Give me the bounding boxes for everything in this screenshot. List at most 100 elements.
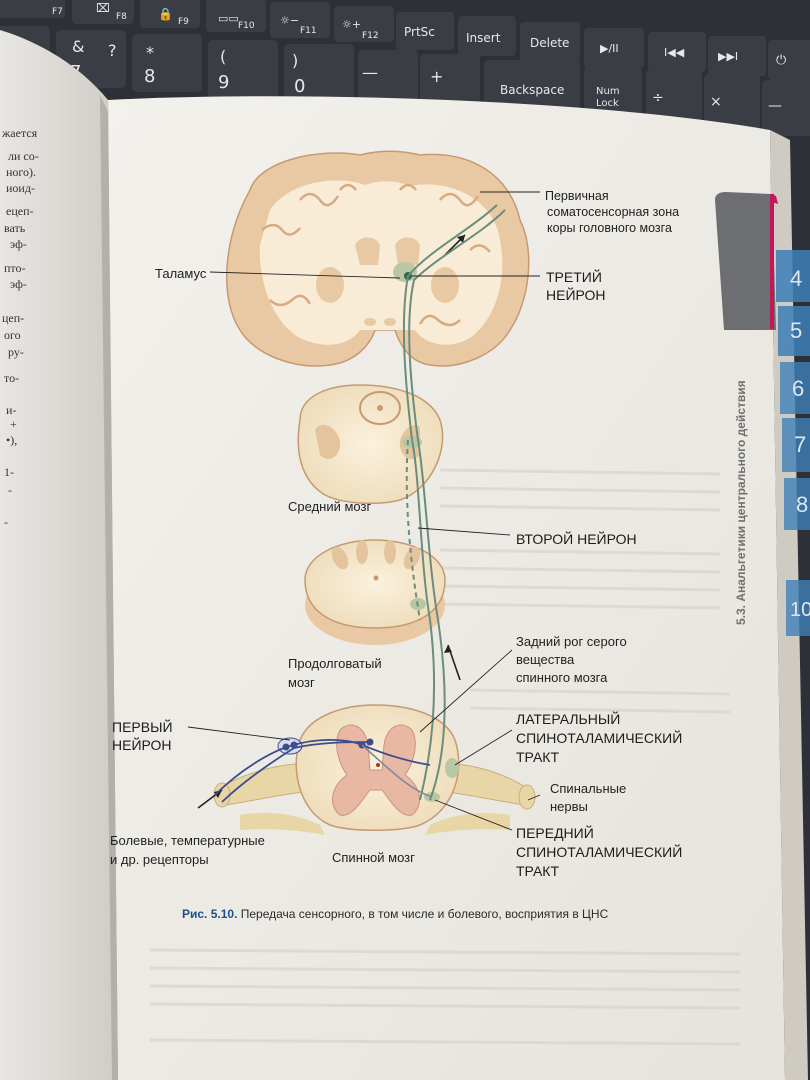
gray-matter xyxy=(332,724,420,816)
label-anterior-tract: СПИНОТАЛАМИЧЕСКИЙ xyxy=(516,843,682,860)
medulla-section xyxy=(304,539,461,681)
tract-line xyxy=(408,209,506,801)
label-third-neuron: НЕЙРОН xyxy=(546,286,606,303)
next-track-icon: ▶▶I xyxy=(718,50,738,63)
tract-line-dashed xyxy=(405,439,421,621)
figure-caption-number: Рис. 5.10. xyxy=(182,907,237,921)
key-numlock-label-2: Lock xyxy=(596,98,619,109)
key-0[interactable] xyxy=(284,44,354,102)
midbrain-aqueduct xyxy=(359,391,401,425)
label-midbrain: Средний мозг xyxy=(288,499,371,514)
key-divide-label: ÷ xyxy=(652,90,664,106)
central-canal xyxy=(376,763,380,767)
key-playpause[interactable] xyxy=(584,28,644,68)
key-7-alt: ? xyxy=(108,41,117,60)
display-icon: ▭▭ xyxy=(218,12,239,25)
brightness-up-icon: ☼+ xyxy=(342,18,361,31)
key-plus-label: + xyxy=(430,67,443,86)
label-dorsal-horn: Задний рог серого xyxy=(516,634,627,649)
key-f12[interactable] xyxy=(334,6,394,42)
white-matter xyxy=(259,180,503,345)
key-prtsc[interactable] xyxy=(396,12,454,50)
key-power[interactable] xyxy=(768,40,810,80)
sensory-tracts xyxy=(214,204,506,803)
left-page-text: жается ли со- ного). иоид- ецеп- вать эф… xyxy=(1,126,39,529)
key-f9[interactable] xyxy=(140,0,200,28)
chapter-tab xyxy=(715,192,776,330)
brightness-down-icon: ☼− xyxy=(280,14,299,27)
leader-line xyxy=(527,794,541,801)
left-fragment: эф- xyxy=(10,237,27,251)
sticky-tab[interactable] xyxy=(780,362,810,414)
key-multiply[interactable] xyxy=(704,74,760,130)
ventricles xyxy=(395,237,420,265)
left-fragment: и- xyxy=(6,403,16,417)
ventricles xyxy=(355,237,380,265)
key-numpad-minus-label: — xyxy=(768,98,782,114)
label-receptors: Болевые, температурные xyxy=(110,833,265,848)
key-plus[interactable] xyxy=(420,54,480,110)
label-receptors: и др. рецепторы xyxy=(110,852,209,867)
figure-illustration: Таламус Первичная соматосенсорная зона к… xyxy=(110,150,682,921)
left-fragment: жается xyxy=(1,126,38,140)
brain-feature xyxy=(364,318,376,326)
label-lateral-tract: ТРАКТ xyxy=(516,749,559,765)
left-page xyxy=(0,30,118,1080)
left-fragment: цеп- xyxy=(2,311,24,325)
key-insert[interactable] xyxy=(458,16,516,56)
sticky-tab[interactable] xyxy=(782,418,810,472)
key-minus[interactable] xyxy=(358,50,418,106)
leader-line xyxy=(417,527,511,536)
key-f8[interactable] xyxy=(72,0,134,24)
key-next[interactable] xyxy=(708,36,766,76)
key-numlock[interactable] xyxy=(584,66,642,122)
midbrain-section xyxy=(297,384,444,505)
figure-caption-text: Передача сенсорного, в том числе и болев… xyxy=(237,907,608,921)
label-lateral-tract: ЛАТЕРАЛЬНЫЙ xyxy=(516,710,620,727)
key-divide[interactable] xyxy=(646,70,702,126)
sticky-tabs: 4 5 6 7 8 10 xyxy=(776,250,810,636)
medulla-outline xyxy=(304,539,446,629)
key-f10-label: F10 xyxy=(238,21,255,31)
label-medulla: Продолговатый xyxy=(288,656,382,671)
leader-lines xyxy=(187,191,541,831)
left-fragment: ецеп- xyxy=(6,204,34,218)
spinal-nerve-cap xyxy=(518,784,536,810)
sticky-tab[interactable] xyxy=(776,250,810,302)
label-first-neuron: ПЕРВЫЙ xyxy=(112,718,173,735)
key-f10[interactable] xyxy=(206,0,266,32)
key-f11[interactable] xyxy=(270,2,330,38)
key-9[interactable] xyxy=(208,40,278,98)
key-8[interactable] xyxy=(132,34,202,92)
label-spinal-cord: Спинной мозг xyxy=(332,850,415,865)
sticky-tab-label: 8 xyxy=(796,492,808,517)
key-prtsc-label: PrtSc xyxy=(404,25,435,39)
left-fragment: + xyxy=(10,417,17,431)
key-prev[interactable] xyxy=(648,32,706,72)
neuron-blue-path xyxy=(221,741,371,803)
key-numpad-minus[interactable] xyxy=(762,80,810,136)
key-numlock-label-1: Num xyxy=(596,86,620,97)
sticky-tab[interactable] xyxy=(778,306,810,356)
sticky-tab[interactable] xyxy=(784,478,810,530)
lock-icon: 🔒 xyxy=(158,7,173,21)
label-primary-zone: Первичная xyxy=(545,189,609,203)
key-backspace[interactable] xyxy=(484,60,580,116)
key-f7-label: F7 xyxy=(52,7,63,17)
left-fragment: ого xyxy=(4,328,21,342)
pink-marker xyxy=(770,194,778,204)
figure-labels: Таламус Первичная соматосенсорная зона к… xyxy=(110,189,682,879)
medulla-lobe xyxy=(331,546,349,570)
key-f7[interactable] xyxy=(0,0,65,18)
lateral-tract-dot xyxy=(445,758,459,778)
left-fragment: - xyxy=(4,515,8,529)
label-medulla: мозг xyxy=(288,675,315,690)
key-delete[interactable] xyxy=(520,22,580,62)
neuron-gray-path xyxy=(361,744,433,798)
sticky-tab[interactable] xyxy=(786,580,810,636)
left-fragment: эф- xyxy=(10,277,27,291)
label-third-neuron: ТРЕТИЙ xyxy=(546,268,602,285)
key-9-main: 9 xyxy=(218,72,229,93)
basal-ganglia xyxy=(316,267,344,303)
